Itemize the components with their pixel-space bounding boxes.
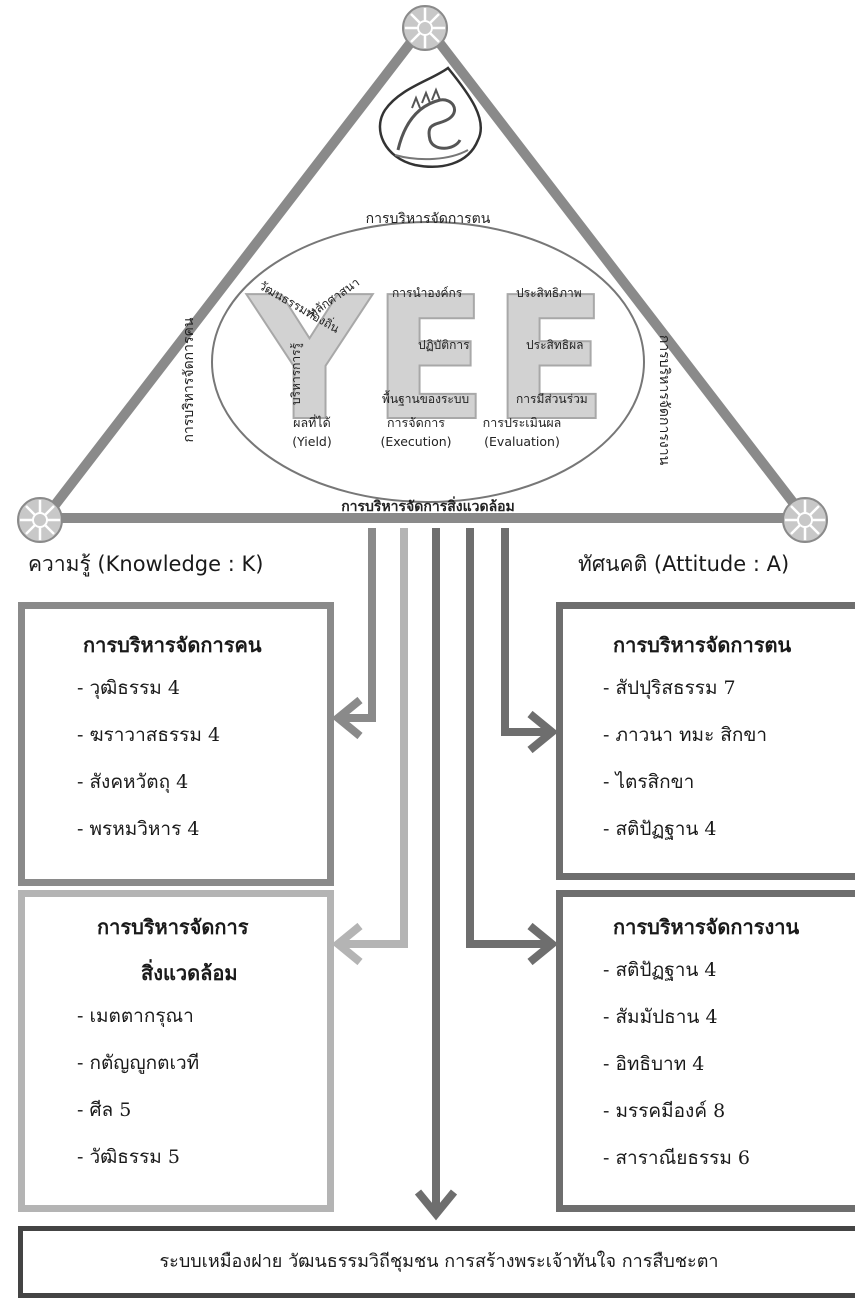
environment-box-title-1: การบริหารจัดการ: [97, 915, 249, 939]
connector-arrows: [331, 528, 559, 1221]
e1-word-operation: ปฏิบัติการ: [418, 338, 470, 352]
arrow-to-self: [501, 528, 548, 736]
list-item: - สติปัฏฐาน 4: [603, 959, 717, 981]
work-management-box: การบริหารจัดการงาน - สติปัฏฐาน 4 - สัมมั…: [556, 890, 855, 1212]
list-item: - สติปัฏฐาน 4: [603, 818, 717, 840]
arrow-to-work: [466, 528, 548, 948]
dharma-wheel-icon: [782, 497, 828, 543]
naga-emblem-icon: [378, 66, 483, 168]
letter-y: Y: [246, 261, 373, 459]
letter-e-2: E: [492, 261, 608, 459]
list-item: - ฆราวาสธรรม 4: [77, 724, 221, 746]
work-box-title: การบริหารจัดการงาน: [613, 915, 800, 939]
yee-letters: Y E E: [245, 260, 609, 460]
arrow-to-people: [340, 528, 376, 722]
yee-ellipse: [211, 221, 645, 503]
e1-word-foundation: พื้นฐานของระบบ: [382, 390, 469, 406]
caption-execution-eng: (Execution): [380, 434, 451, 449]
triangle-top-label: การบริหารจัดการตน: [366, 211, 491, 227]
environment-box-title-2: สิ่งแวดล้อม: [141, 961, 238, 985]
list-item: - กตัญญูกตเวที: [77, 1052, 200, 1074]
caption-yield-eng: (Yield): [292, 434, 332, 449]
caption-execution-thai: การจัดการ: [387, 415, 445, 430]
e2-word-participation: การมีส่วนร่วม: [516, 392, 588, 406]
list-item: - วัฒิธรรม 5: [77, 1146, 180, 1168]
work-box-list: - สติปัฏฐาน 4 - สัมมัปธาน 4 - อิทธิบาท 4…: [603, 947, 855, 1182]
bottom-bar-text: ระบบเหมืองฝาย วัฒนธรรมวิถีชุมชน การสร้าง…: [159, 1251, 719, 1272]
list-item: - พรหมวิหาร 4: [77, 818, 200, 840]
e2-word-efficiency: ประสิทธิภาพ: [516, 286, 582, 300]
letter-e-1: E: [372, 261, 488, 459]
triangle-left-label: การบริหารจัดการคน: [181, 317, 197, 442]
people-management-box: การบริหารจัดการคน - วุฒิธรรม 4 - ฆราวาสธ…: [18, 602, 334, 886]
environment-management-box: การบริหารจัดการ สิ่งแวดล้อม - เมตตากรุณา…: [18, 890, 334, 1212]
e2-word-effectiveness: ประสิทธิผล: [526, 338, 583, 352]
environment-box-list: - เมตตากรุณา - กตัญญูกตเวที - ศีล 5 - วั…: [69, 993, 327, 1181]
triangle-frame: [41, 20, 809, 523]
y-word-knowledge-mgmt: บริหารการรู้: [289, 342, 304, 405]
arrow-to-environment: [340, 528, 408, 948]
people-box-list: - วุฒิธรรม 4 - ฆราวาสธรรม 4 - สังคหวัตถุ…: [77, 665, 327, 853]
triangle-right-label: การบริหารจัดการงาน: [656, 335, 672, 466]
list-item: - สัมมัปธาน 4: [603, 1006, 718, 1028]
e1-word-leadership: การนำองค์กร: [392, 286, 463, 300]
self-box-title: การบริหารจัดการตน: [613, 633, 792, 657]
list-item: - ภาวนา ทมะ สิกขา: [603, 724, 768, 746]
knowledge-heading: ความรู้ (Knowledge : K): [28, 552, 264, 576]
list-item: - มรรคมีองค์ 8: [603, 1100, 726, 1122]
attitude-heading: ทัศนคติ (Attitude : A): [578, 552, 790, 576]
list-item: - สาราณียธรรม 6: [603, 1147, 751, 1169]
dharma-wheel-icon: [402, 5, 448, 51]
list-item: - สัปปุริสธรรม 7: [603, 677, 736, 699]
bottom-bar: ระบบเหมืองฝาย วัฒนธรรมวิถีชุมชน การสร้าง…: [18, 1226, 855, 1298]
caption-yield-thai: ผลที่ได้: [293, 414, 331, 430]
caption-evaluation-thai: การประเมินผล: [483, 415, 562, 430]
self-box-list: - สัปปุริสธรรม 7 - ภาวนา ทมะ สิกขา - ไตร…: [603, 665, 855, 853]
list-item: - สังคหวัตถุ 4: [77, 771, 189, 793]
list-item: - เมตตากรุณา: [77, 1005, 194, 1027]
list-item: - วุฒิธรรม 4: [77, 677, 180, 699]
dharma-wheel-icon: [17, 497, 63, 543]
list-item: - ศีล 5: [77, 1099, 132, 1121]
list-item: - อิทธิบาท 4: [603, 1053, 705, 1075]
caption-evaluation-eng: (Evaluation): [484, 434, 560, 449]
triangle-bottom-label: การบริหารจัดการสิ่งแวดล้อม: [341, 496, 515, 515]
list-item: - ไตรสิกขา: [603, 771, 695, 793]
self-management-box: การบริหารจัดการตน - สัปปุริสธรรม 7 - ภาว…: [556, 602, 855, 880]
people-box-title: การบริหารจัดการคน: [83, 633, 262, 657]
